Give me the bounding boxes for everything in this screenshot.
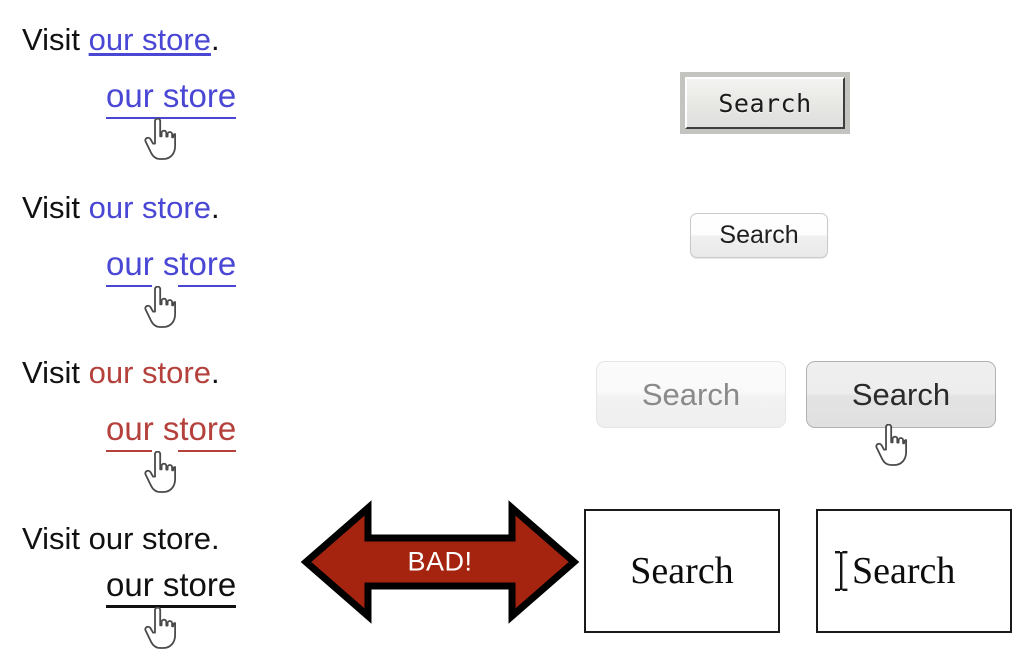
search-box-flat-ibeam[interactable]: Search: [816, 509, 1012, 633]
underline-cursor-notch-row-3: [152, 447, 178, 454]
search-button-win95-label: Search: [718, 88, 812, 118]
sentence-lead-3: Visit: [22, 355, 89, 390]
hovered-link-label-row-1: our store: [106, 77, 237, 114]
inline-link-row-2[interactable]: our store: [88, 190, 211, 225]
inline-link-row-3[interactable]: our store: [88, 355, 211, 390]
sentence-lead-2: Visit: [22, 190, 89, 225]
search-button-disabled-label: Search: [641, 376, 741, 412]
search-button-hovered-label: Search: [851, 376, 951, 412]
hovered-link-text-row-4[interactable]: our store: [106, 566, 237, 608]
sentence-lead-4: Visit: [22, 521, 89, 556]
hovered-link-label-row-2: our store: [106, 245, 237, 282]
sentence-trail-3: .: [210, 355, 220, 390]
ibeam-cursor: [832, 549, 850, 593]
hovered-link-row-1[interactable]: our store: [106, 77, 237, 119]
hovered-link-row-2[interactable]: our store: [106, 245, 237, 289]
search-box-flat-label: Search: [630, 550, 734, 592]
search-button-disabled[interactable]: Search: [596, 361, 786, 428]
sentence-trail-4: .: [210, 521, 220, 556]
hovered-link-label-row-4: our store: [106, 566, 237, 603]
underline-cursor-notch-row-2: [152, 282, 178, 289]
hovered-link-text-row-1[interactable]: our store: [106, 77, 237, 119]
hovered-link-label-row-3: our store: [106, 410, 237, 447]
inline-link-row-1[interactable]: our store: [88, 22, 211, 57]
hovered-link-text-row-2[interactable]: our store: [106, 245, 237, 289]
sentence-row-2: Visit our store.: [22, 192, 220, 223]
search-button-modern-label: Search: [719, 221, 799, 249]
search-button-win95-face: Search: [685, 77, 845, 129]
hovered-link-text-row-3[interactable]: our store: [106, 410, 237, 454]
sentence-trail-2: .: [210, 190, 220, 225]
search-button-win95[interactable]: Search: [680, 72, 850, 134]
search-box-flat-ibeam-label: Search: [852, 550, 956, 592]
sentence-row-1: Visit our store.: [22, 24, 220, 55]
hand-cursor: [142, 286, 176, 330]
hand-cursor: [142, 451, 176, 495]
sentence-trail-1: .: [210, 22, 220, 57]
hand-cursor: [142, 607, 176, 651]
hand-cursor: [873, 424, 907, 468]
search-box-flat[interactable]: Search: [584, 509, 780, 633]
sentence-lead-1: Visit: [22, 22, 89, 57]
hovered-link-row-4[interactable]: our store: [106, 566, 237, 608]
search-button-modern[interactable]: Search: [690, 213, 828, 258]
search-button-hovered[interactable]: Search: [806, 361, 996, 428]
inline-link-row-4[interactable]: our store: [88, 521, 211, 556]
sentence-row-3: Visit our store.: [22, 357, 220, 388]
sentence-row-4: Visit our store.: [22, 523, 220, 554]
hovered-link-row-3[interactable]: our store: [106, 410, 237, 454]
bad-annotation-arrow: BAD!: [300, 500, 580, 624]
hand-cursor: [142, 118, 176, 162]
link-underline-row-1: [106, 117, 237, 119]
link-underline-row-4: [106, 605, 237, 608]
